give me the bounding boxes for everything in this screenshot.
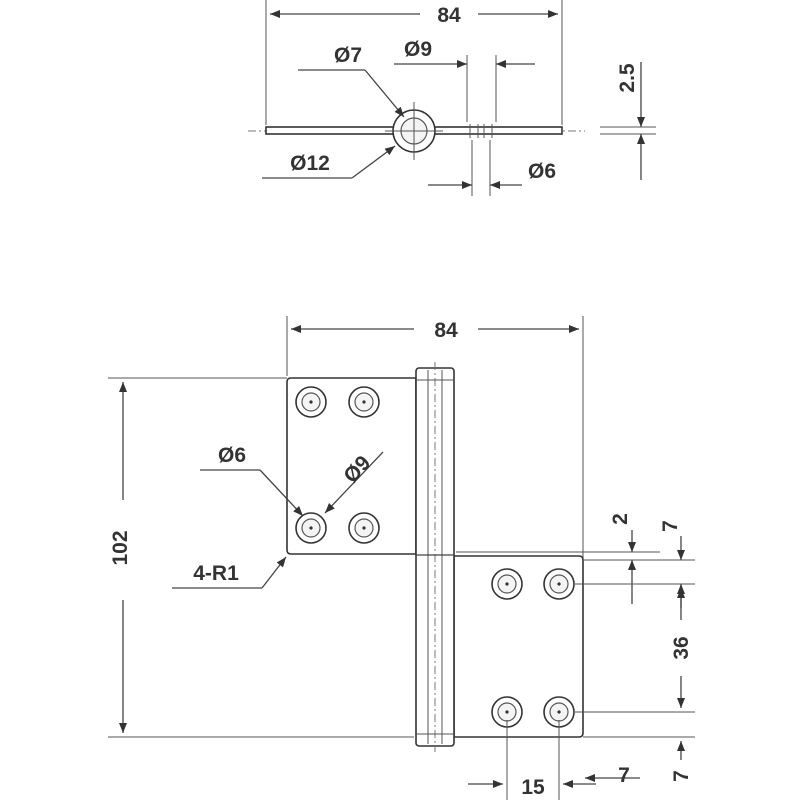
screw-hole bbox=[348, 512, 380, 544]
knuckle-diameter-label: Ø12 bbox=[290, 152, 330, 175]
screw-hole bbox=[491, 696, 523, 728]
hole-pitch-label: 15 bbox=[521, 776, 545, 799]
edge-bottom-label: 7 bbox=[670, 770, 693, 782]
height-label: 102 bbox=[109, 530, 132, 565]
hole-diameter-label: Ø9 bbox=[404, 38, 432, 61]
hole-spacing-label: 36 bbox=[670, 636, 693, 659]
edge-top-label: 7 bbox=[659, 520, 682, 532]
pin-diameter-label: Ø7 bbox=[334, 44, 362, 67]
top-width-label: 84 bbox=[437, 4, 461, 27]
screw-hole bbox=[491, 568, 523, 600]
leader-d7-arrow bbox=[364, 69, 405, 118]
screw-hole bbox=[543, 568, 575, 600]
offset-label: 2 bbox=[609, 513, 632, 525]
thickness-label: 2.5 bbox=[616, 63, 639, 93]
leader-d12-arrow bbox=[351, 145, 396, 179]
front-hole-small-diameter-label: Ø6 bbox=[218, 444, 246, 467]
screw-hole bbox=[295, 512, 327, 544]
lower-leaf bbox=[453, 555, 584, 738]
screw-hole bbox=[295, 386, 327, 418]
front-width-label: 84 bbox=[434, 319, 458, 342]
upper-leaf bbox=[286, 377, 417, 555]
leader-front-d6-arrow bbox=[259, 469, 304, 517]
leader-radius-arrow bbox=[261, 556, 287, 589]
top-view: 84 Ø7 Ø9 Ø12 Ø6 bbox=[248, 0, 656, 196]
leader-front-d9-arrow bbox=[324, 451, 384, 514]
front-view: 84 102 bbox=[108, 316, 695, 800]
edge-right-label: 7 bbox=[618, 764, 630, 787]
hole-small-diameter-label: Ø6 bbox=[528, 160, 556, 183]
screw-hole bbox=[348, 386, 380, 418]
corner-radius-label: 4-R1 bbox=[193, 562, 239, 585]
